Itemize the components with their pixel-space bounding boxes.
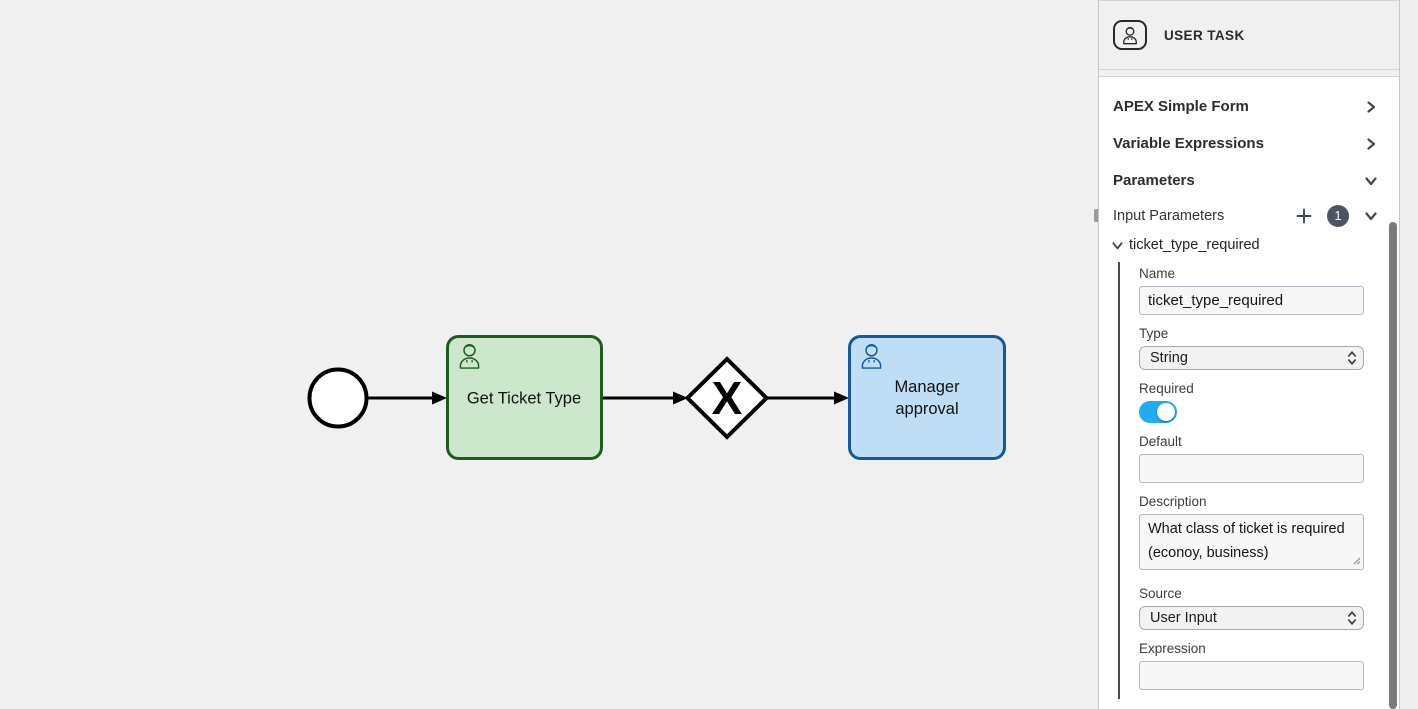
input-parameters-row[interactable]: Input Parameters 1 (1099, 203, 1399, 229)
scrollbar-thumb[interactable] (1389, 222, 1397, 709)
arrowhead (673, 391, 688, 405)
section-apex-simple-form[interactable]: APEX Simple Form (1099, 88, 1399, 125)
start-event[interactable] (307, 367, 369, 429)
select-stepper-icon (1347, 610, 1357, 626)
sequence-flow[interactable] (367, 391, 447, 405)
chevron-down-icon[interactable] (1364, 209, 1378, 223)
user-task-get-ticket-type[interactable]: Get Ticket Type (446, 335, 603, 460)
arrowhead (432, 391, 447, 405)
chevron-right-icon (1364, 100, 1378, 114)
section-label: APEX Simple Form (1113, 98, 1249, 115)
required-label: Required (1139, 381, 1194, 396)
chevron-right-icon (1364, 137, 1378, 151)
type-label: Type (1139, 326, 1169, 341)
parameter-item-header[interactable]: ticket_type_required (1099, 235, 1399, 255)
sequence-flow[interactable] (603, 391, 688, 405)
add-parameter-button[interactable] (1296, 208, 1312, 224)
section-variable-expressions[interactable]: Variable Expressions (1099, 125, 1399, 162)
chevron-down-icon (1364, 174, 1378, 188)
description-textarea[interactable]: What class of ticket is required (econoy… (1139, 514, 1364, 570)
task-label-line2: approval (895, 400, 958, 418)
name-input[interactable] (1139, 286, 1364, 315)
user-task-manager-approval[interactable]: Manager approval (848, 335, 1006, 460)
properties-panel: USER TASK APEX Simple Form Variable Expr… (1098, 0, 1400, 709)
indent-guide (1118, 262, 1120, 699)
gateway-x-marker: X (712, 372, 743, 424)
sequence-flow[interactable] (767, 391, 849, 405)
task-label-line1: Manager (894, 378, 960, 396)
header-divider (1099, 70, 1399, 77)
toggle-knob (1157, 403, 1175, 421)
parameter-count-badge: 1 (1327, 205, 1349, 227)
section-label: Variable Expressions (1113, 135, 1264, 152)
chevron-down-icon (1111, 239, 1124, 252)
resize-grip-icon[interactable] (1351, 552, 1361, 570)
section-parameters[interactable]: Parameters (1099, 162, 1399, 199)
task-label: Get Ticket Type (467, 390, 581, 408)
source-label: Source (1139, 586, 1182, 601)
source-select[interactable]: User Input (1139, 606, 1364, 630)
panel-header: USER TASK (1099, 0, 1399, 70)
expression-input[interactable] (1139, 661, 1364, 690)
parameter-name: ticket_type_required (1129, 237, 1260, 253)
panel-resize-handle[interactable] (1094, 209, 1098, 222)
arrowhead (834, 391, 849, 405)
section-label: Parameters (1113, 172, 1195, 189)
panel-title: USER TASK (1164, 27, 1245, 43)
type-select[interactable]: String (1139, 346, 1364, 370)
user-task-icon (1113, 20, 1147, 50)
description-label: Description (1139, 494, 1207, 509)
source-select-value: User Input (1150, 610, 1217, 626)
bpmn-canvas[interactable]: Get Ticket Type X Manager (0, 0, 1098, 709)
exclusive-gateway[interactable]: X (684, 356, 770, 440)
input-parameters-label: Input Parameters (1113, 208, 1225, 224)
type-select-value: String (1150, 350, 1188, 366)
select-stepper-icon (1347, 350, 1357, 366)
default-label: Default (1139, 434, 1182, 449)
default-input[interactable] (1139, 454, 1364, 483)
name-label: Name (1139, 266, 1176, 281)
required-toggle[interactable] (1139, 401, 1177, 423)
expression-label: Expression (1139, 641, 1206, 656)
